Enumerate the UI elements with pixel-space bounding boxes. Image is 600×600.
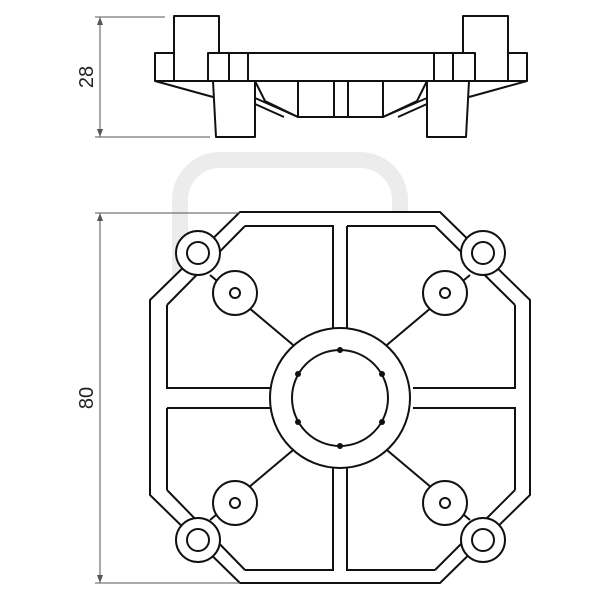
width-dimension-label: 80 — [76, 387, 98, 409]
top-view — [149, 211, 531, 584]
dimension-height: 28 — [76, 16, 210, 138]
dimension-width: 80 — [76, 212, 240, 584]
side-view — [154, 15, 528, 138]
center-pins — [295, 347, 385, 449]
height-dimension-label: 28 — [76, 66, 98, 88]
mounting-lobes — [212, 270, 468, 526]
corner-bosses — [175, 230, 506, 563]
